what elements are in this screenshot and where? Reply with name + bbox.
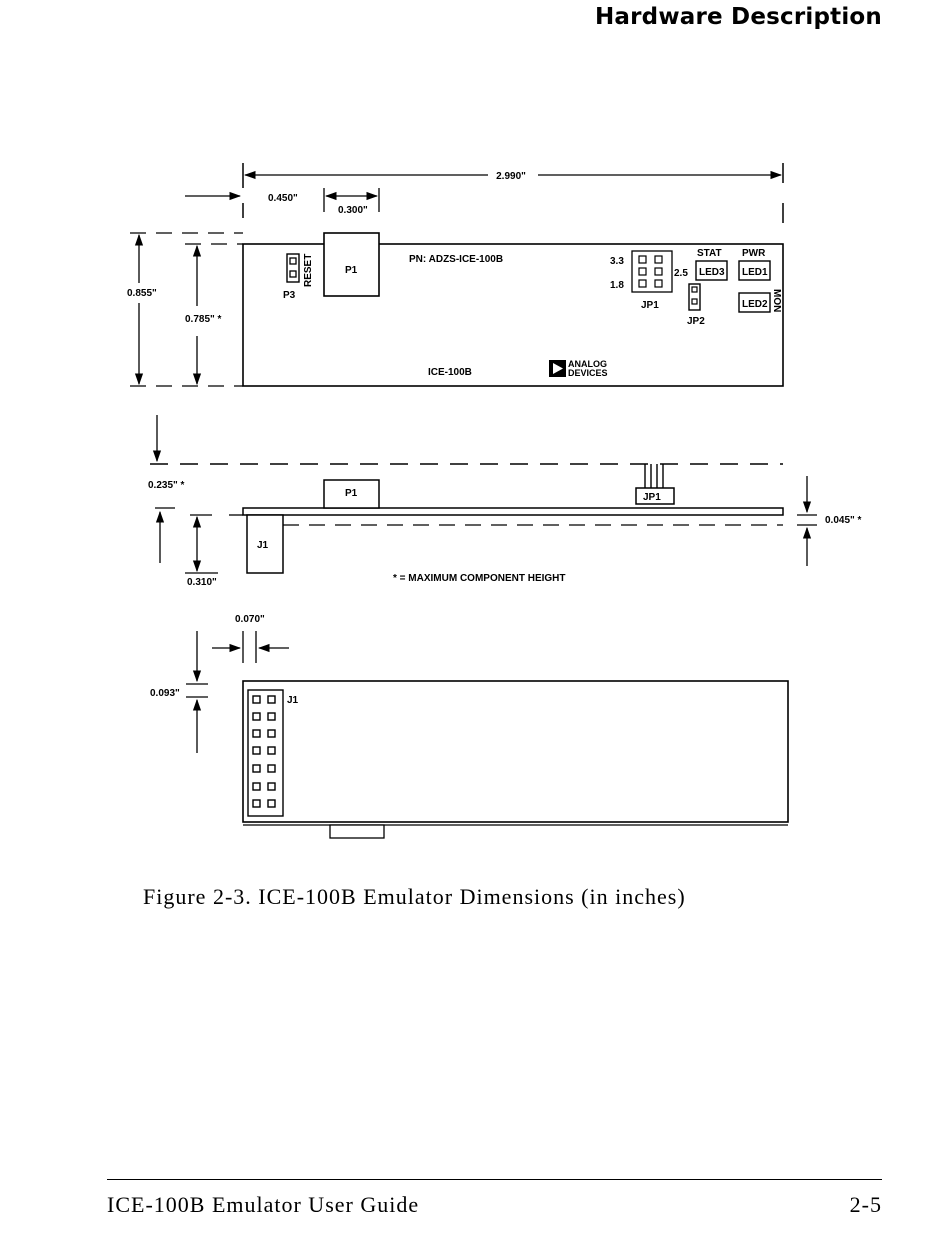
- side-p1: [323, 479, 380, 509]
- top-view: 2.990" 0.450" 0.300" 0.855" 0.785" * P3 …: [127, 163, 784, 387]
- bottom-p1-edge: [329, 824, 385, 839]
- footer-guide-title: ICE-100B Emulator User Guide: [107, 1192, 420, 1217]
- bottom-j1-header: [247, 689, 284, 817]
- side-j1-label: J1: [257, 540, 269, 551]
- footer-divider: [107, 1179, 882, 1180]
- side-j1: [246, 514, 284, 574]
- dim-p1-width: 0.300": [338, 205, 368, 216]
- bottom-view: 0.070" 0.093" J1: [150, 614, 789, 839]
- stat-label: STAT: [697, 248, 722, 259]
- dim-side-height: 0.235" *: [148, 480, 185, 491]
- voltage-25-label: 2.5: [674, 268, 688, 279]
- dim-board-thickness: 0.045" *: [825, 515, 862, 526]
- jp1-header: [631, 250, 673, 293]
- j1-pins: [252, 695, 276, 808]
- reset-label: RESET: [303, 254, 314, 287]
- dim-edge-offset: 0.070": [235, 614, 265, 625]
- led1-box: [738, 260, 771, 281]
- part-number: PN: ADZS-ICE-100B: [409, 254, 503, 265]
- jp2-label: JP2: [687, 316, 705, 327]
- mon-label: MON: [771, 289, 782, 312]
- side-jp1: [635, 487, 675, 505]
- bottom-board: [242, 680, 789, 823]
- board-name: ICE-100B: [428, 367, 472, 378]
- led3-label: LED3: [699, 267, 725, 278]
- jp1-label: JP1: [641, 300, 659, 311]
- dim-p1-offset: 0.450": [268, 193, 298, 204]
- led2-label: LED2: [742, 299, 768, 310]
- svg-text:ANALOG: ANALOG: [568, 359, 607, 369]
- pwr-label: PWR: [742, 248, 766, 259]
- max-height-note: * = MAXIMUM COMPONENT HEIGHT: [393, 573, 566, 584]
- svg-text:DEVICES: DEVICES: [568, 368, 608, 378]
- side-jp1-label: JP1: [643, 492, 661, 503]
- p3-label: P3: [283, 290, 296, 301]
- side-board: [242, 507, 784, 516]
- page-header-title: Hardware Description: [594, 4, 882, 30]
- led3-box: [695, 260, 728, 281]
- analog-devices-logo: ANALOG DEVICES: [549, 359, 608, 378]
- dim-vertical-offset: 0.093": [150, 688, 180, 699]
- side-view: 0.235" * P1 JP1 J1 0.310": [148, 415, 862, 588]
- dim-board-height: 0.855": [127, 288, 157, 299]
- led2-box: [738, 292, 771, 313]
- jp2-header: [688, 283, 701, 311]
- footer-page-number: 2-5: [849, 1192, 882, 1217]
- led1-label: LED1: [742, 267, 768, 278]
- bottom-j1-label: J1: [287, 695, 299, 706]
- dim-overall-width: 2.990": [496, 171, 526, 182]
- figure-caption: Figure 2-3. ICE-100B Emulator Dimensions…: [143, 884, 686, 909]
- p1-connector: [323, 232, 380, 297]
- dim-j1-depth: 0.310": [187, 577, 217, 588]
- board-outline: [242, 243, 784, 387]
- p1-label: P1: [345, 265, 358, 276]
- voltage-18-label: 1.8: [610, 280, 624, 291]
- side-p1-label: P1: [345, 488, 358, 499]
- dim-component-area: 0.785" *: [185, 314, 222, 325]
- voltage-33-label: 3.3: [610, 256, 624, 267]
